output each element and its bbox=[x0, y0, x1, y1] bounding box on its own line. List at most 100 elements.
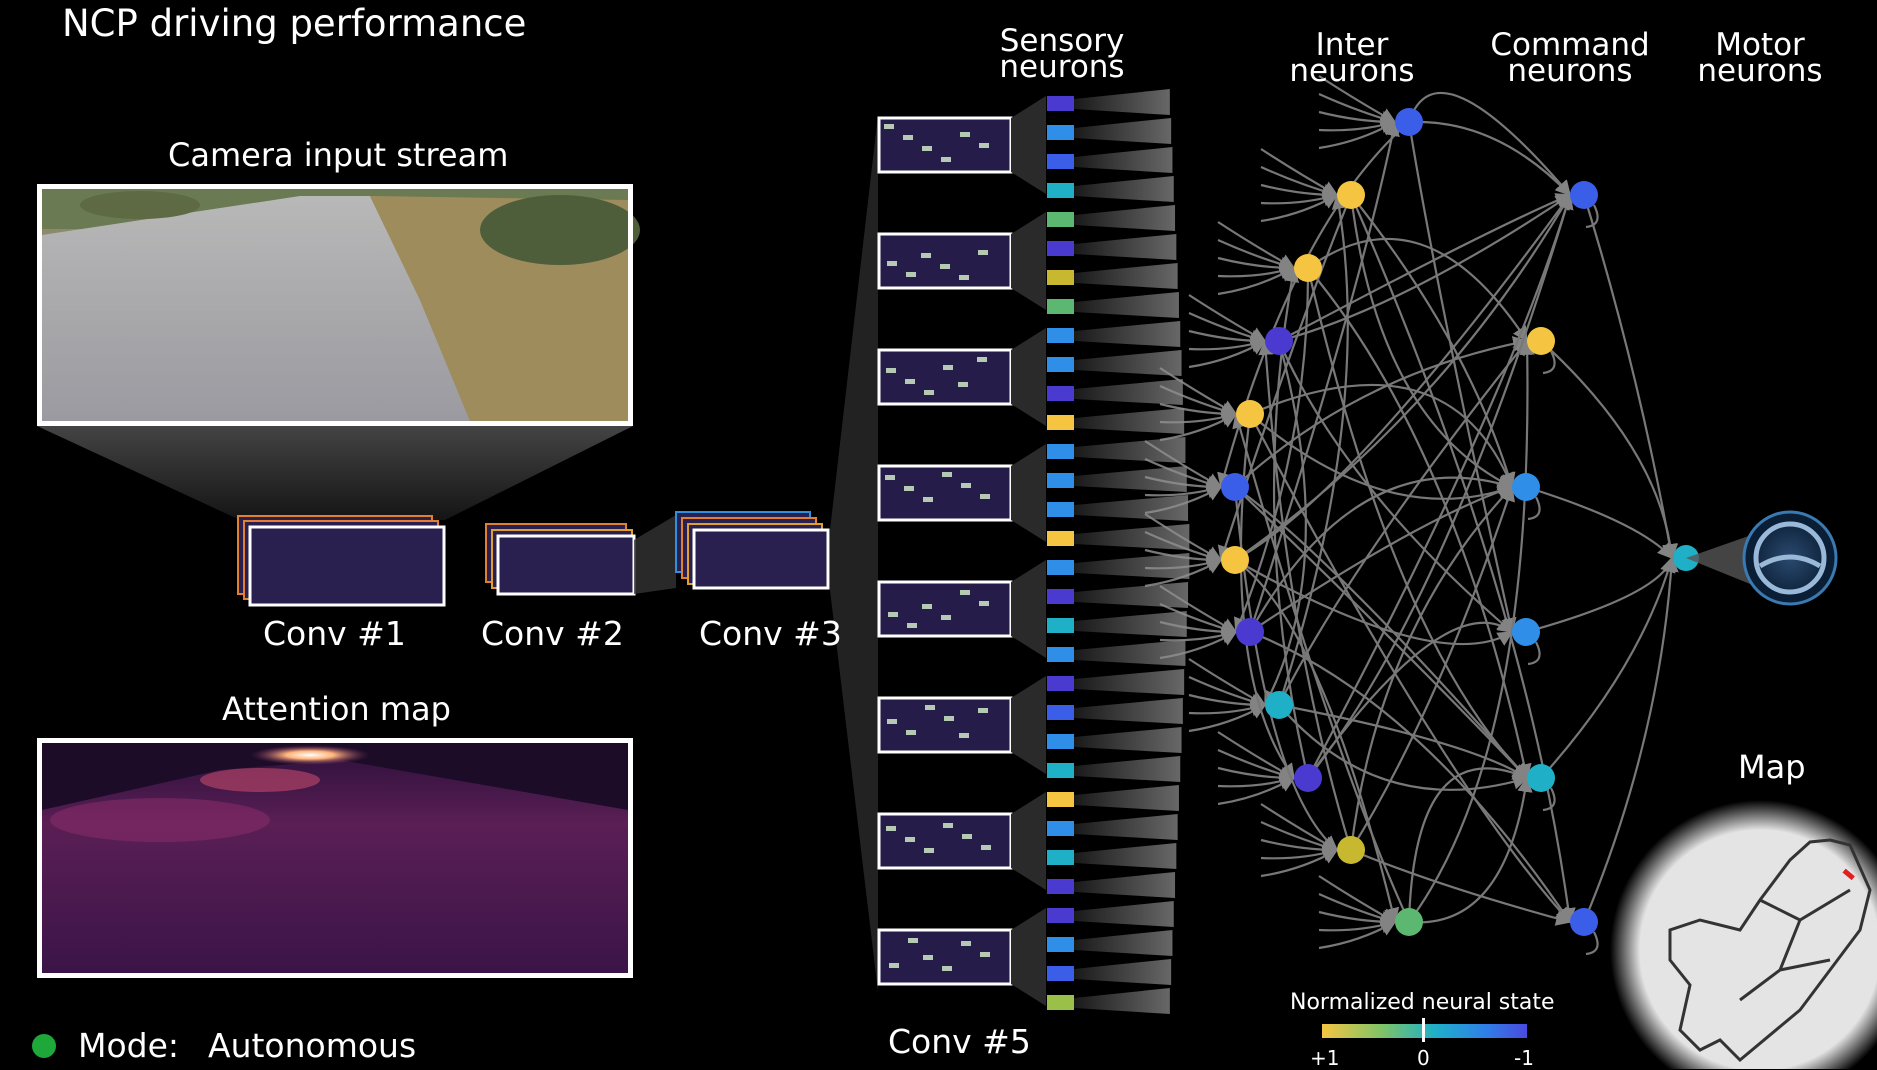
camera-funnel bbox=[37, 426, 633, 520]
legend-title: Normalized neural state bbox=[1290, 990, 1555, 1015]
inter-synapse bbox=[1249, 383, 1514, 489]
sensory-ray bbox=[1074, 698, 1183, 724]
sensory-neuron bbox=[1047, 531, 1074, 546]
inter-neuron bbox=[1236, 400, 1264, 428]
inter-neuron bbox=[1265, 327, 1293, 355]
legend-tick-positive: +1 bbox=[1310, 1046, 1340, 1070]
sensory-synapse bbox=[1159, 413, 1238, 442]
sensory-ray bbox=[1074, 495, 1189, 521]
sensory-ray bbox=[1074, 785, 1179, 811]
sensory-ray bbox=[1074, 727, 1182, 753]
camera-frame bbox=[37, 184, 633, 426]
mode-value: Autonomous bbox=[208, 1026, 417, 1065]
sensory-ray bbox=[1074, 669, 1185, 695]
inter-synapse bbox=[1349, 194, 1514, 488]
inter-neuron bbox=[1265, 691, 1293, 719]
sensory-ray bbox=[1074, 118, 1172, 144]
sensory-ray bbox=[1074, 234, 1177, 260]
conv5-map bbox=[877, 928, 1013, 986]
sensory-neuron bbox=[1047, 183, 1074, 198]
sensory-ray bbox=[1074, 205, 1176, 231]
inter-synapse bbox=[1407, 765, 1529, 923]
conv3-stack bbox=[675, 511, 830, 590]
inter-synapse bbox=[1278, 193, 1572, 342]
command-neuron bbox=[1512, 618, 1540, 646]
inter-synapse bbox=[1278, 194, 1572, 343]
command-synapse bbox=[1582, 194, 1678, 560]
sensory-ray bbox=[1074, 437, 1186, 463]
conv1-stack bbox=[237, 515, 446, 607]
sensory-ray bbox=[1074, 582, 1189, 608]
track-map bbox=[1610, 800, 1877, 1069]
conv2-stack bbox=[485, 523, 636, 596]
inter-neuron bbox=[1337, 836, 1365, 864]
conv5-label: Conv #5 bbox=[888, 1022, 1031, 1061]
self-loop bbox=[1585, 931, 1599, 956]
inter-synapse bbox=[1350, 485, 1515, 851]
sensory-ray bbox=[1074, 379, 1183, 405]
conv5-map bbox=[877, 464, 1013, 522]
sensory-neuron bbox=[1047, 212, 1074, 227]
sensory-ray bbox=[1074, 988, 1170, 1014]
sensory-neuron bbox=[1047, 299, 1074, 314]
inter-synapse bbox=[1278, 703, 1529, 779]
self-loop bbox=[1542, 787, 1556, 812]
inter-synapse bbox=[1408, 120, 1572, 197]
inter-synapse bbox=[1278, 339, 1528, 706]
sensory-ray bbox=[1074, 263, 1178, 289]
command-synapse bbox=[1525, 556, 1676, 634]
sensory-neuron bbox=[1047, 415, 1074, 430]
sensory-synapse bbox=[1188, 704, 1267, 733]
self-loop bbox=[1527, 641, 1541, 666]
mode-indicator-dot bbox=[32, 1034, 56, 1058]
sensory-synapse bbox=[1217, 238, 1296, 272]
sensory-neuron bbox=[1047, 154, 1074, 169]
inter-synapse bbox=[1249, 413, 1572, 924]
inter-synapse bbox=[1232, 412, 1411, 923]
sensory-synapse bbox=[1260, 849, 1339, 878]
self-loop bbox=[1527, 496, 1541, 521]
sensory-ray bbox=[1074, 843, 1177, 869]
sensory-neuron bbox=[1047, 473, 1074, 488]
sensory-ray bbox=[1074, 756, 1181, 782]
sensory-ray bbox=[1074, 640, 1186, 666]
sensory-ray bbox=[1074, 611, 1187, 637]
inter-neuron bbox=[1221, 546, 1249, 574]
sensory-neuron bbox=[1047, 386, 1074, 401]
sensory-neuron bbox=[1047, 821, 1074, 836]
sensory-neuron bbox=[1047, 908, 1074, 923]
inter-synapse bbox=[1306, 267, 1529, 780]
attention-image bbox=[42, 743, 628, 973]
sensory-synapse bbox=[1318, 92, 1397, 126]
sensory-synapse bbox=[1188, 329, 1267, 349]
inter-synapse bbox=[1278, 704, 1529, 791]
camera-stream-label: Camera input stream bbox=[168, 136, 509, 174]
sensory-synapse bbox=[1318, 910, 1397, 930]
sensory-neuron bbox=[1047, 995, 1074, 1010]
command-neuron bbox=[1527, 764, 1555, 792]
self-loop bbox=[1585, 204, 1599, 229]
sensory-neuron bbox=[1047, 96, 1074, 111]
sensory-synapse bbox=[1260, 165, 1339, 199]
inter-synapse bbox=[1234, 559, 1400, 924]
synapse-connections bbox=[1144, 75, 1679, 956]
inter-synapse bbox=[1307, 193, 1574, 779]
page-title: NCP driving performance bbox=[62, 2, 527, 45]
sensory-synapse bbox=[1188, 311, 1267, 345]
conv2-label: Conv #2 bbox=[481, 614, 624, 653]
conv5-feature-maps bbox=[877, 96, 1046, 1006]
sensory-neuron bbox=[1047, 125, 1074, 140]
command-neuron bbox=[1512, 473, 1540, 501]
conv5-map bbox=[877, 580, 1013, 638]
sensory-neuron bbox=[1047, 705, 1074, 720]
inter-synapse bbox=[1350, 848, 1572, 926]
inter-synapse bbox=[1307, 267, 1532, 780]
command-synapse bbox=[1540, 340, 1679, 560]
sensory-neuron bbox=[1047, 241, 1074, 256]
neuron-nodes bbox=[1221, 108, 1699, 936]
legend-tick-zero: 0 bbox=[1417, 1046, 1430, 1070]
inter-synapse bbox=[1217, 194, 1353, 562]
